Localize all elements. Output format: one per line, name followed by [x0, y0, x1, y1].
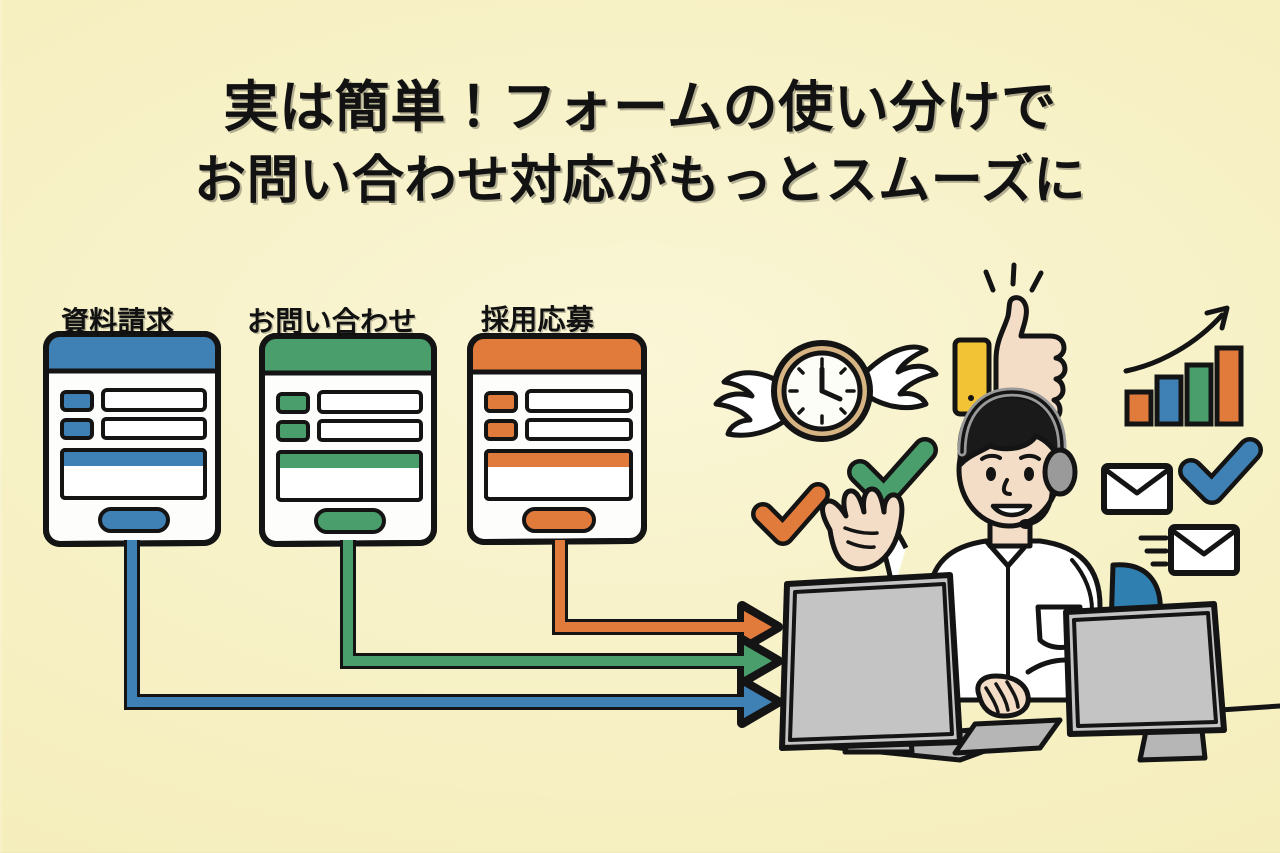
envelope-icon [1101, 463, 1173, 515]
check-orange-icon [751, 482, 830, 546]
orange-routing-arrow [552, 540, 783, 653]
form-card-otoiawase [259, 333, 437, 547]
monitor-right [1063, 601, 1227, 763]
green-routing-arrow [340, 540, 783, 687]
blue-routing-arrow [124, 540, 783, 728]
winged-clock-icon [713, 340, 939, 442]
headset-icon [957, 387, 1078, 529]
envelope-sending-icon [1138, 524, 1240, 576]
check-blue-icon [1178, 437, 1263, 505]
form-card-shiryo-seikyu [43, 331, 221, 547]
keyboard [952, 717, 1063, 756]
operator-hand-raised [820, 486, 905, 572]
check-green-icon [847, 437, 938, 509]
growth-bar-chart-icon [1123, 305, 1244, 427]
form-card-saiyo-obo [467, 333, 647, 545]
